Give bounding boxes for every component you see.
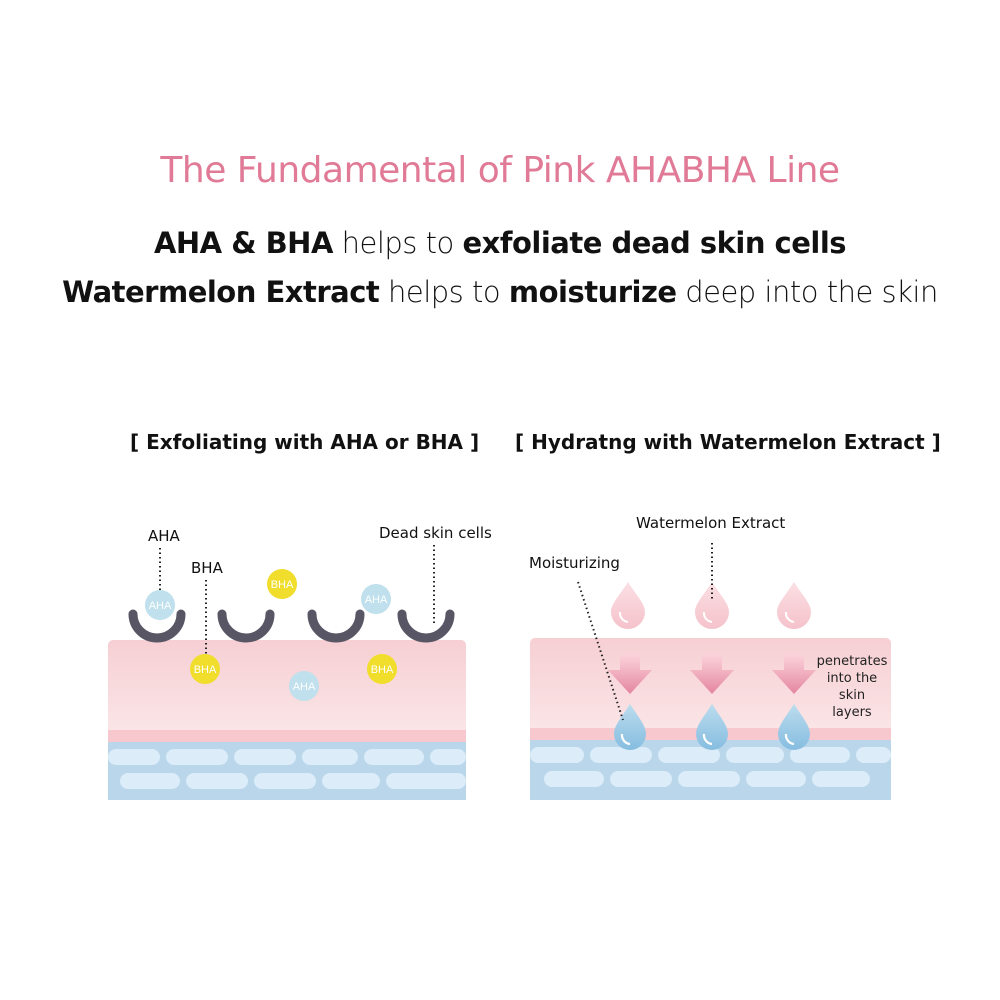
right-leader-lines [577, 543, 713, 721]
arrow-1 [608, 654, 652, 694]
extract-drop-1 [611, 582, 645, 629]
penetrates-label: penetrates into the skin layers [812, 653, 892, 721]
bubble-text-2: AHA [365, 594, 388, 606]
bha-label: BHA [191, 559, 223, 577]
subtitle-1-subject: AHA & BHA [153, 226, 333, 260]
bha-bubble [367, 654, 397, 684]
dead-skin-cells [128, 609, 455, 643]
aha-bubble [145, 590, 175, 620]
bha-bubble [190, 654, 220, 684]
bubble-text-0: AHA [149, 600, 172, 612]
extract-drop-2 [695, 582, 729, 629]
arrow-2 [690, 654, 734, 694]
dead-cell-3 [307, 609, 365, 643]
dead-cell-1 [128, 609, 186, 643]
aha-label: AHA [148, 527, 180, 545]
subtitle-2-action: moisturize [508, 275, 677, 309]
page-title: The Fundamental of Pink AHABHA Line [160, 150, 840, 191]
arrow-3 [772, 654, 816, 694]
watermelon-extract-label: Watermelon Extract [636, 514, 786, 532]
subtitle-2-tail: deep into the skin [676, 275, 938, 309]
bubble-text-3: BHA [194, 664, 217, 676]
dead-skin-cells-label: Dead skin cells [379, 524, 492, 542]
left-epidermis-edge [108, 730, 466, 742]
subtitle-line-2: Watermelon Extract helps to moisturize d… [0, 275, 1000, 309]
left-skin-block [108, 640, 466, 800]
left-epidermis [108, 640, 466, 735]
bubble-text-5: BHA [371, 664, 394, 676]
subtitle-1-action: exfoliate dead skin cells [462, 226, 847, 260]
penetrates-line-3: layers [832, 705, 872, 720]
subtitle-line-1: AHA & BHA helps to exfoliate dead skin c… [0, 226, 1000, 260]
moisturizing-label: Moisturizing [529, 554, 620, 572]
penetration-arrows [608, 654, 816, 694]
watermelon-extract-drops [611, 582, 811, 629]
extract-drop-3 [777, 582, 811, 629]
subtitle-2-subject: Watermelon Extract [62, 275, 380, 309]
bha-bubble [267, 569, 297, 599]
penetrates-line-1: penetrates [816, 654, 888, 669]
hydrating-section-title: [ Hydratng with Watermelon Extract ] [515, 430, 941, 454]
subtitle-1-connector: helps to [332, 226, 463, 260]
moisturizing-leader [577, 581, 624, 721]
dead-cell-2 [217, 609, 275, 643]
left-bubbles: AHA BHA AHA BHA AHA BHA [145, 569, 397, 701]
aha-bubble [361, 584, 391, 614]
penetrates-line-2: into the skin [826, 671, 878, 703]
moisture-drops [614, 704, 810, 750]
dead-cell-4 [397, 609, 455, 643]
exfoliating-section-title: [ Exfoliating with AHA or BHA ] [130, 430, 480, 454]
left-leader-lines [159, 545, 435, 654]
left-dermis-cells [108, 749, 466, 789]
subtitle-2-connector: helps to [379, 275, 509, 309]
bubble-text-1: BHA [271, 579, 294, 591]
bubble-text-4: AHA [293, 681, 316, 693]
right-dermis-cells [530, 747, 891, 787]
aha-bubble [289, 671, 319, 701]
